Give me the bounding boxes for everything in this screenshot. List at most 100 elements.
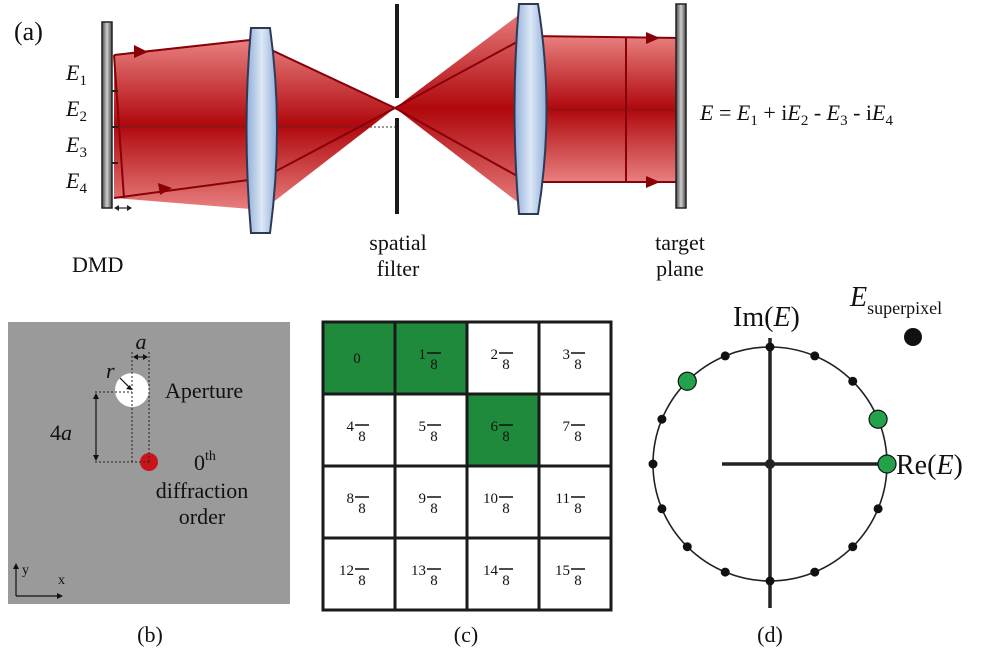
active-phasor-dot	[868, 409, 888, 429]
panel-b-label: (b)	[137, 622, 163, 647]
target-plane-label-2: plane	[656, 256, 704, 281]
phasor-dot	[848, 376, 858, 386]
target-plane	[675, 3, 687, 209]
cell-phase-numerator: 4	[347, 419, 355, 435]
cell-phase-denominator: 8	[430, 573, 438, 589]
distance-label: 4a	[50, 420, 72, 445]
dmd-ticks	[112, 90, 118, 164]
spatial-filter-label-2: filter	[377, 256, 420, 281]
phasor-dot	[848, 542, 858, 552]
cell-phase-numerator: 15	[555, 563, 570, 579]
phasor-dot	[657, 414, 667, 424]
grid-cell	[321, 536, 397, 612]
field-e3: E3	[65, 132, 87, 161]
field-e1: E1	[65, 60, 87, 89]
cell-phase-numerator: 11	[556, 491, 570, 507]
field-equation: E = E1 + iE2 - E3 - iE4	[699, 100, 894, 129]
lens-1	[245, 27, 278, 234]
dimension-arrowheads	[93, 354, 148, 461]
phasor-dot	[765, 576, 775, 586]
phasor-dot	[720, 351, 730, 361]
cell-phase-denominator: 8	[502, 429, 510, 445]
cell-phase-denominator: 8	[574, 429, 582, 445]
cell-phase-denominator: 8	[502, 501, 510, 517]
panel-d: Im(E) Re(E) Esuperpixel (d)	[648, 282, 963, 647]
cell-phase-denominator: 8	[502, 357, 510, 373]
cell-phase-denominator: 8	[358, 429, 366, 445]
grid-cell	[537, 392, 613, 468]
phasor-dots	[648, 342, 897, 586]
cell-phase-numerator: 6	[491, 419, 499, 435]
cell-phase-numerator: 5	[419, 419, 427, 435]
field-e2: E2	[65, 96, 87, 125]
phasor-dot	[765, 342, 775, 352]
phasor-dot	[648, 459, 658, 469]
origin-dot	[765, 459, 775, 469]
cell-phase-numerator: 12	[339, 563, 354, 579]
guide-lines	[95, 352, 150, 463]
cell-phase-denominator: 8	[574, 357, 582, 373]
phasor-dot	[810, 567, 820, 577]
phasor-dot	[720, 567, 730, 577]
grid-cell	[393, 392, 469, 468]
superpixel-label: Esuperpixel	[849, 282, 942, 318]
cell-phase-label: 0	[353, 351, 361, 367]
grid-cell	[537, 536, 613, 612]
cell-phase-denominator: 8	[430, 501, 438, 517]
cell-phase-denominator: 8	[502, 573, 510, 589]
cell-phase-denominator: 8	[358, 501, 366, 517]
a-label: a	[136, 329, 147, 354]
cell-phase-numerator: 14	[483, 563, 499, 579]
cell-phase-numerator: 8	[347, 491, 355, 507]
field-labels: E1 E2 E3 E4	[65, 60, 87, 197]
grid-cell	[393, 536, 469, 612]
active-phasor-dot	[877, 454, 897, 474]
cell-phase-denominator: 8	[574, 573, 582, 589]
lens-2	[513, 3, 548, 215]
phasor-dot	[657, 504, 667, 514]
superpixel-field-dot	[904, 328, 922, 346]
xy-axes	[13, 563, 63, 599]
zeroth-label: 0th	[194, 449, 216, 475]
dmd-device	[101, 21, 113, 209]
grid-cell	[393, 320, 469, 396]
panel-b: a r Aperture 4a 0th diffraction order y …	[8, 322, 290, 647]
panel-d-label: (d)	[757, 622, 783, 647]
target-plane-label-1: target	[655, 230, 705, 255]
cell-phase-denominator: 8	[430, 429, 438, 445]
panel-a-label: (a)	[14, 17, 43, 46]
field-e4: E4	[65, 168, 87, 197]
cell-phase-denominator: 8	[574, 501, 582, 517]
beam-arrows	[134, 32, 660, 195]
panel-a: (a)	[14, 3, 894, 281]
phasor-dot	[682, 542, 692, 552]
diffraction-label: diffraction	[156, 478, 248, 503]
order-label: order	[179, 504, 226, 529]
y-axis-label: y	[22, 563, 29, 578]
grid-cell	[465, 392, 541, 468]
spatial-filter-label-1: spatial	[369, 230, 426, 255]
aperture-label: Aperture	[165, 378, 243, 403]
x-axis-label: x	[58, 573, 65, 588]
phasor-dot	[810, 351, 820, 361]
active-phasor-dot	[677, 371, 697, 391]
dmd-label: DMD	[72, 252, 123, 277]
r-label: r	[106, 358, 115, 383]
cell-phase-numerator: 7	[563, 419, 571, 435]
panel-c-label: (c)	[454, 622, 478, 647]
cell-phase-numerator: 2	[491, 347, 499, 363]
cell-phase-numerator: 13	[411, 563, 426, 579]
cell-phase-numerator: 1	[419, 347, 427, 363]
cell-phase-numerator: 3	[563, 347, 571, 363]
cell-phase-denominator: 8	[358, 573, 366, 589]
cell-phase-numerator: 9	[419, 491, 427, 507]
beam-left	[114, 8, 680, 210]
cell-phase-numerator: 10	[483, 491, 498, 507]
im-axis-label: Im(E)	[733, 302, 800, 333]
phasor-dot	[873, 504, 883, 514]
dmd-shift-arrow	[114, 205, 132, 211]
